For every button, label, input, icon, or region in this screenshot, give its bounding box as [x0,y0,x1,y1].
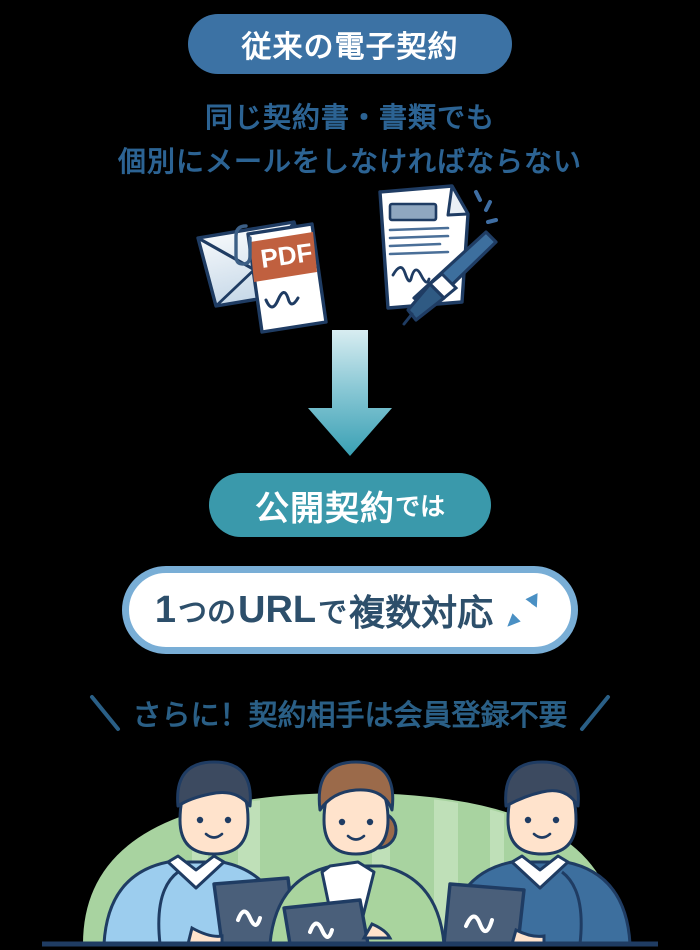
pen-icon [402,230,498,326]
badge-legacy-contract: 従来の電子契約 [188,14,512,74]
sparkle-icon [474,190,498,224]
down-arrow [308,330,392,456]
person-center-icon [268,760,446,946]
badge-legacy-label: 従来の電子契約 [241,31,459,64]
person-right-icon [442,760,632,946]
slash-right-icon [579,695,610,731]
headline-line-2: 個別にメールをしなければならない [117,146,582,177]
badge-url-tsuno: つの [177,597,236,629]
people-illustration [42,760,658,947]
badge-url-rest: 複数対応 [349,592,494,633]
cursor-arrow-icon [503,589,541,631]
caption-row: さらに！契約相手は会員登録不要 [0,692,700,734]
badge-public-suffix: では [394,493,445,521]
badge-url-url: URL [238,588,317,631]
caption-text: さらに！契約相手は会員登録不要 [132,700,568,732]
pdf-label: PDF [259,237,315,274]
badge-public-main: 公開契約 [254,489,395,528]
tablet-icon [282,898,370,946]
headline-line-1: 同じ契約書・書類でも [204,102,495,133]
badge-public-contract: 公開契約 では [209,473,491,537]
badge-url-number: 1 [154,588,176,631]
badge-url-de: で [318,597,348,629]
slash-left-icon [90,695,121,731]
tablet-icon [442,882,526,946]
documents-illustration: PDF [196,184,498,334]
badge-one-url-multi: 1 つの URL で 複数対応 [122,566,578,654]
pdf-document-icon: PDF [234,222,328,334]
